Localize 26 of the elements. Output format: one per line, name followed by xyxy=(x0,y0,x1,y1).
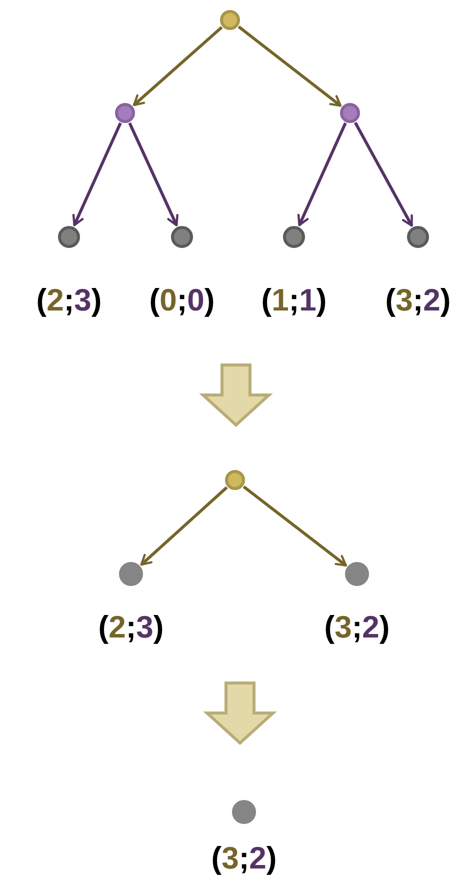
payoff-label: (1;1) xyxy=(261,284,327,316)
tree-node xyxy=(115,103,135,123)
tree-node xyxy=(119,562,143,586)
payoff-label: (3;2) xyxy=(385,284,451,316)
arrow xyxy=(297,122,347,226)
tree-node xyxy=(407,226,429,248)
tree-node xyxy=(340,103,360,123)
payoff-label: (3;2) xyxy=(211,842,277,874)
tree-node xyxy=(220,10,240,30)
arrow xyxy=(128,122,178,226)
tree-node xyxy=(58,226,80,248)
payoff-label: (2;3) xyxy=(98,612,164,642)
payoff-label: (0;0) xyxy=(149,284,215,316)
arrow xyxy=(238,26,342,107)
payoff-label: (3;2) xyxy=(324,612,390,642)
arrow xyxy=(132,26,223,106)
tree-node xyxy=(225,470,245,490)
tree-node xyxy=(283,226,305,248)
arrow xyxy=(354,122,414,227)
arrow xyxy=(72,122,122,226)
tree-node xyxy=(171,226,193,248)
arrow xyxy=(140,486,228,566)
payoff-label: (2;3) xyxy=(36,284,102,316)
arrow xyxy=(242,486,347,567)
tree-node xyxy=(232,800,256,824)
tree-node xyxy=(345,562,369,586)
